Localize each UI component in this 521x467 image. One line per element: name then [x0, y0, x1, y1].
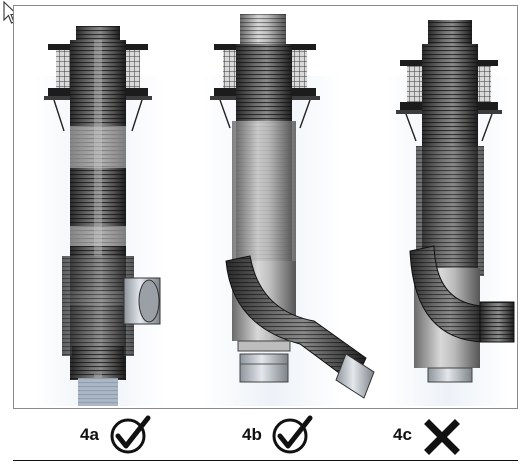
label-4c: 4c [393, 414, 483, 455]
cross-icon [424, 419, 460, 455]
label-4c-text: 4c [393, 425, 412, 444]
configuration-4c-diagram [386, 20, 515, 406]
checkmark-circle-icon [110, 415, 151, 454]
label-4a-text: 4a [80, 425, 99, 444]
figure-frame [13, 5, 518, 409]
label-4b: 4b [242, 414, 332, 454]
label-4a: 4a [80, 414, 170, 454]
configuration-4a-diagram [34, 26, 164, 406]
label-4b-text: 4b [242, 425, 262, 444]
configuration-4b-diagram [202, 14, 375, 406]
flue-configurations-figure [34, 14, 515, 406]
checkmark-circle-icon [272, 415, 313, 454]
bottom-divider [13, 460, 518, 461]
